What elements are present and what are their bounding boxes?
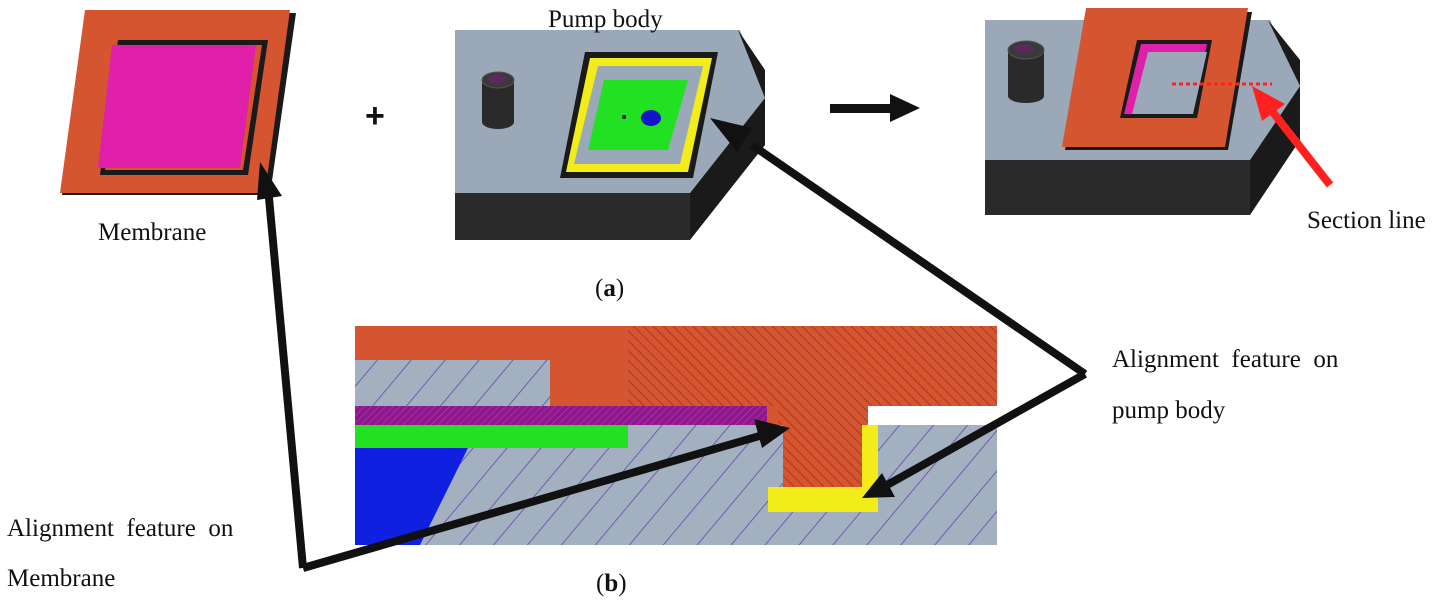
section-membrane-layer [355, 406, 767, 425]
port-hole [488, 74, 506, 84]
membrane-label: Membrane [98, 219, 206, 246]
align-pump-label-line1: Alignment feature on [1112, 346, 1339, 373]
section-alignment-feature [768, 425, 878, 512]
port-base [482, 115, 514, 129]
assembled-right-face [1250, 86, 1300, 215]
cross-section [355, 326, 997, 545]
assembled-front-face [985, 160, 1250, 215]
pump-inlet-hole [622, 115, 626, 119]
callout-arrow-pump [710, 118, 1088, 498]
membrane-part [60, 10, 296, 195]
pump-body-part [455, 30, 765, 240]
assembled-part [985, 8, 1300, 215]
right-arrow-icon [830, 94, 920, 122]
section-arrow-icon [1252, 86, 1334, 188]
section-frame-hatched [628, 326, 997, 487]
align-pump-label-line2: pump body [1112, 397, 1226, 424]
assembled-window [1132, 52, 1207, 114]
section-gap [868, 406, 997, 425]
pump-chamber [588, 80, 688, 150]
caption-a: (a) [595, 275, 624, 302]
pump-back-edge [738, 30, 765, 98]
membrane-face [98, 45, 256, 168]
section-frame-solid [355, 326, 628, 406]
section-line-label: Section line [1307, 207, 1426, 234]
pump-outlet-hole [641, 110, 661, 126]
plus-sign: + [365, 97, 385, 135]
align-membrane-label-line2: Membrane [7, 565, 115, 592]
callout-arrow-membrane [257, 162, 790, 572]
caption-b: (b) [596, 570, 627, 597]
section-outlet-cone [355, 448, 468, 545]
section-membrane-edge [767, 406, 778, 425]
align-membrane-label-line1: Alignment feature on [7, 515, 234, 542]
assembled-back-edge [1268, 20, 1300, 86]
pump-body-label: Pump body [548, 6, 663, 33]
assembled-port [1007, 40, 1045, 103]
pump-front-face [455, 193, 690, 240]
pump-port [481, 71, 515, 129]
section-chamber [355, 425, 628, 448]
